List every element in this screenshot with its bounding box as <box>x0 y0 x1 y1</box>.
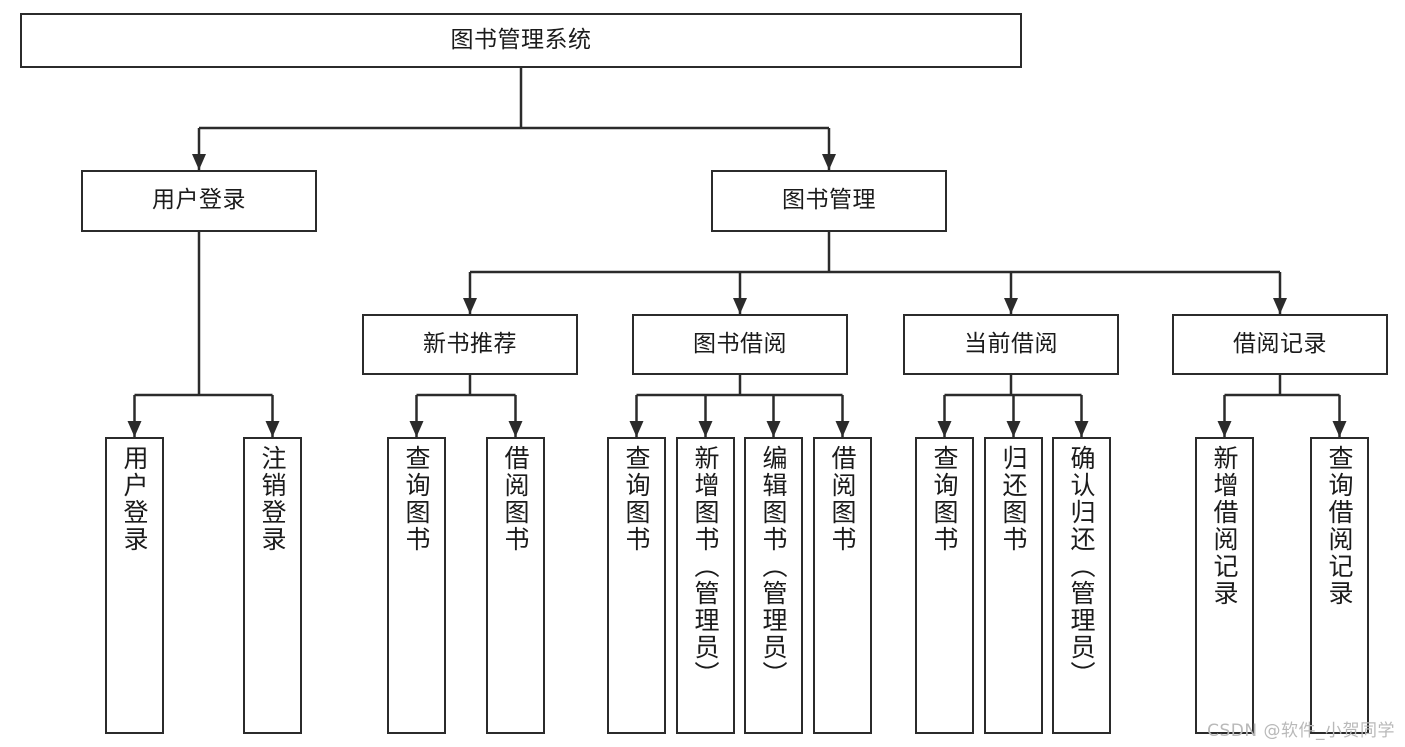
connector-arrowhead <box>766 421 781 437</box>
connector-arrowhead <box>835 421 850 437</box>
node-label: 新增借阅记录 <box>1210 445 1239 607</box>
connector-arrowhead <box>1006 421 1021 437</box>
node-label: 新增图书（管理员） <box>691 445 720 688</box>
watermark: CSDN @软件_小贺同学 <box>1207 721 1395 741</box>
connector-arrowhead <box>822 154 836 170</box>
node-label: 归还图书 <box>999 445 1028 553</box>
node-current[interactable]: 当前借阅 <box>903 314 1119 375</box>
node-leaf-new-borrow[interactable]: 借阅图书 <box>486 437 545 734</box>
connector-arrowhead <box>629 421 644 437</box>
node-label: 查询图书 <box>622 445 651 553</box>
node-bookmgmt[interactable]: 图书管理 <box>711 170 947 232</box>
node-leaf-current-return[interactable]: 归还图书 <box>984 437 1043 734</box>
connector-arrowhead <box>508 421 523 437</box>
node-leaf-user-logout[interactable]: 注销登录 <box>243 437 302 734</box>
node-records[interactable]: 借阅记录 <box>1172 314 1388 375</box>
node-label: 借阅记录 <box>1233 330 1327 357</box>
node-label: 用户登录 <box>152 187 246 214</box>
connector-arrowhead <box>1217 421 1232 437</box>
node-leaf-borrow-edit[interactable]: 编辑图书（管理员） <box>744 437 803 734</box>
connector-arrowhead <box>192 154 206 170</box>
connector-arrowhead <box>463 298 477 314</box>
connector-arrowhead <box>1332 421 1347 437</box>
connector-arrowhead <box>409 421 424 437</box>
node-label: 查询借阅记录 <box>1325 445 1354 607</box>
node-leaf-record-add[interactable]: 新增借阅记录 <box>1195 437 1254 734</box>
node-leaf-borrow-query[interactable]: 查询图书 <box>607 437 666 734</box>
node-label: 注销登录 <box>258 445 287 553</box>
node-leaf-borrow-add[interactable]: 新增图书（管理员） <box>676 437 735 734</box>
node-leaf-record-query[interactable]: 查询借阅记录 <box>1310 437 1369 734</box>
connector-arrowhead <box>937 421 952 437</box>
node-leaf-current-query[interactable]: 查询图书 <box>915 437 974 734</box>
node-leaf-borrow-lend[interactable]: 借阅图书 <box>813 437 872 734</box>
node-label: 图书借阅 <box>693 330 787 357</box>
node-label: 借阅图书 <box>828 445 857 553</box>
node-leaf-current-confirm[interactable]: 确认归还（管理员） <box>1052 437 1111 734</box>
node-label: 新书推荐 <box>423 330 517 357</box>
connector-arrowhead <box>733 298 747 314</box>
node-leaf-user-login[interactable]: 用户登录 <box>105 437 164 734</box>
connector-arrowhead <box>1074 421 1089 437</box>
node-login[interactable]: 用户登录 <box>81 170 317 232</box>
node-label: 借阅图书 <box>501 445 530 553</box>
node-label: 图书管理系统 <box>450 26 592 53</box>
node-newbook[interactable]: 新书推荐 <box>362 314 578 375</box>
node-leaf-new-query[interactable]: 查询图书 <box>387 437 446 734</box>
connector-arrowhead <box>1273 298 1287 314</box>
node-label: 当前借阅 <box>964 330 1058 357</box>
node-root[interactable]: 图书管理系统 <box>20 13 1022 68</box>
connector-arrowhead <box>698 421 713 437</box>
node-label: 用户登录 <box>120 445 149 553</box>
node-label: 图书管理 <box>782 187 876 214</box>
connector-arrowhead <box>127 421 142 437</box>
connector-arrowhead <box>265 421 280 437</box>
node-label: 编辑图书（管理员） <box>759 445 788 688</box>
node-label: 查询图书 <box>930 445 959 553</box>
node-label: 确认归还（管理员） <box>1067 445 1096 688</box>
node-borrow[interactable]: 图书借阅 <box>632 314 848 375</box>
node-label: 查询图书 <box>402 445 431 553</box>
connector-arrowhead <box>1004 298 1018 314</box>
